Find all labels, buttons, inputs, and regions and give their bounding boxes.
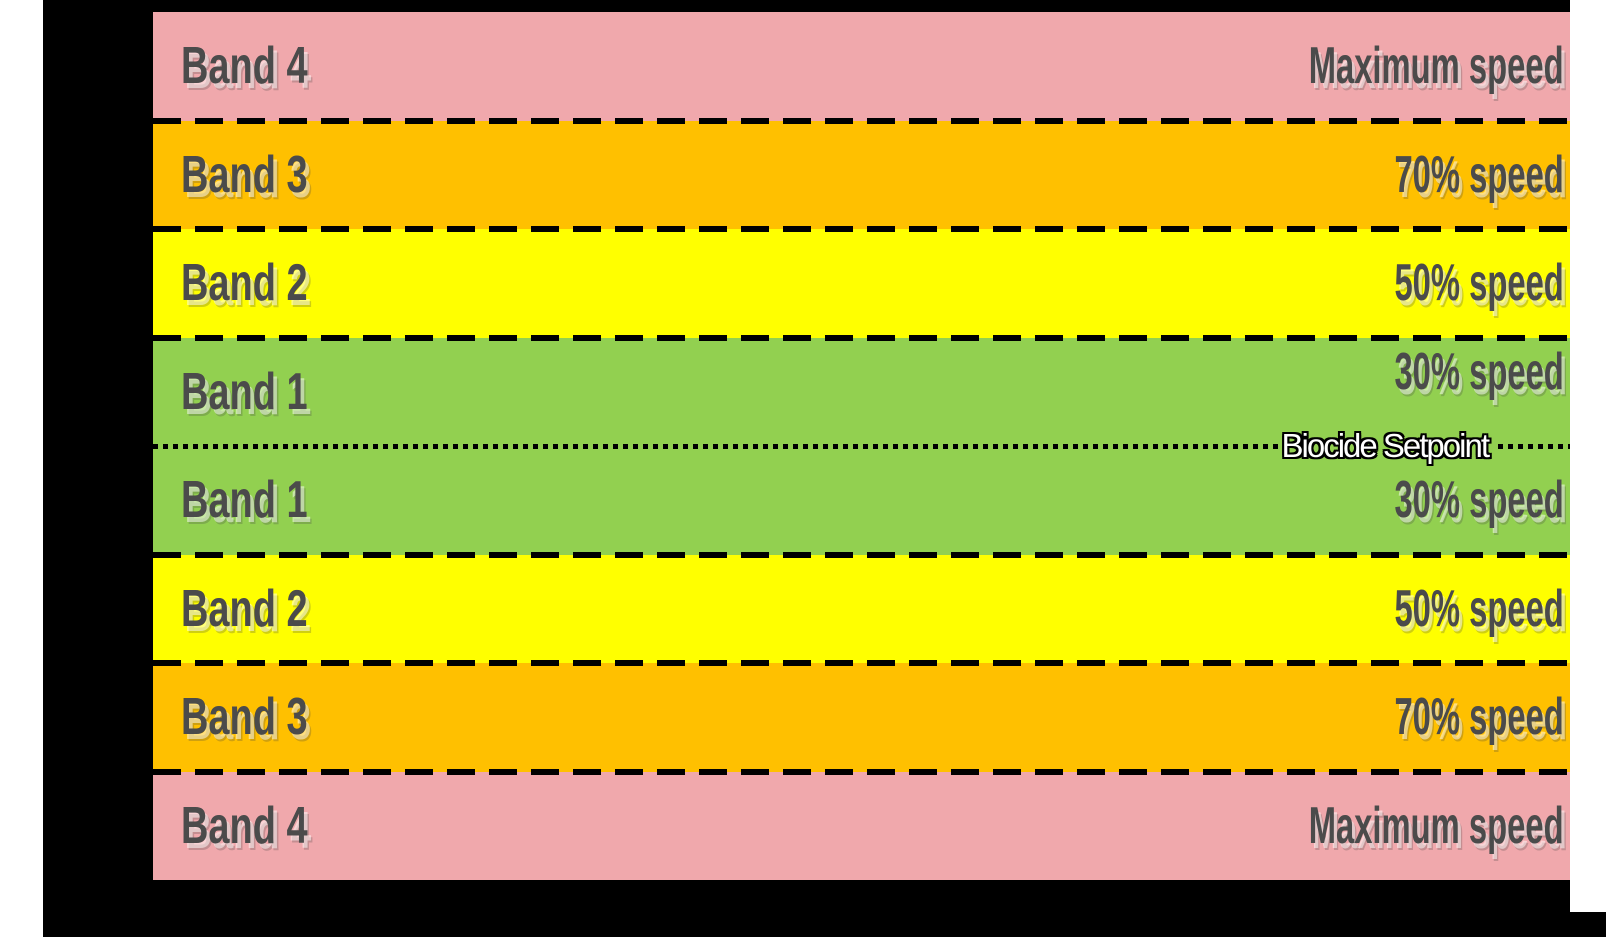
setpoint-dotted-line-left: [153, 443, 1278, 449]
chart-black-panel-bottom-extension: [1570, 912, 1606, 937]
band-separator-line: [153, 551, 1570, 558]
band-name-label: Band 4: [181, 37, 308, 96]
band-speed-label: 30% speed: [1394, 342, 1564, 401]
band-row-band2-bottom: Band 2 50% speed: [153, 554, 1570, 663]
band-name-label: Band 2: [181, 579, 308, 638]
speed-band-area: Band 4 Maximum speed Band 3 70% speed Ba…: [153, 12, 1570, 880]
band-separator-line: [153, 226, 1570, 232]
band-name-label: Band 3: [181, 145, 308, 204]
band-speed-label: 50% speed: [1394, 579, 1564, 638]
band-row-band4-top: Band 4 Maximum speed: [153, 12, 1570, 121]
band-speed-label: Maximum speed: [1309, 37, 1564, 96]
band-separator-line: [153, 660, 1570, 666]
band-speed-label: 30% speed: [1394, 471, 1564, 530]
band-name-label: Band 2: [181, 254, 308, 313]
band-row-band1-bottom: Band 1 30% speed: [153, 446, 1570, 555]
band-name-label: Band 4: [181, 796, 308, 855]
band-speed-label: Maximum speed: [1309, 796, 1564, 855]
band-separator-line: [153, 768, 1570, 775]
band-row-band3-top: Band 3 70% speed: [153, 120, 1570, 229]
band-row-band4-bottom: Band 4 Maximum speed: [153, 771, 1570, 880]
band-row-band1-top: Band 1 30% speed: [153, 337, 1570, 446]
band-speed-label: 70% speed: [1394, 688, 1564, 747]
band-name-label: Band 1: [181, 362, 308, 421]
band-row-band2-top: Band 2 50% speed: [153, 229, 1570, 338]
band-separator-line: [153, 334, 1570, 341]
setpoint-dotted-line-right: [1498, 443, 1570, 449]
band-separator-line: [153, 117, 1570, 124]
biocide-setpoint-label: Biocide Setpoint: [1281, 427, 1490, 464]
band-speed-label: 50% speed: [1394, 254, 1564, 313]
band-speed-label: 70% speed: [1394, 145, 1564, 204]
band-name-label: Band 3: [181, 688, 308, 747]
band-name-label: Band 1: [181, 471, 308, 530]
band-row-band3-bottom: Band 3 70% speed: [153, 663, 1570, 772]
